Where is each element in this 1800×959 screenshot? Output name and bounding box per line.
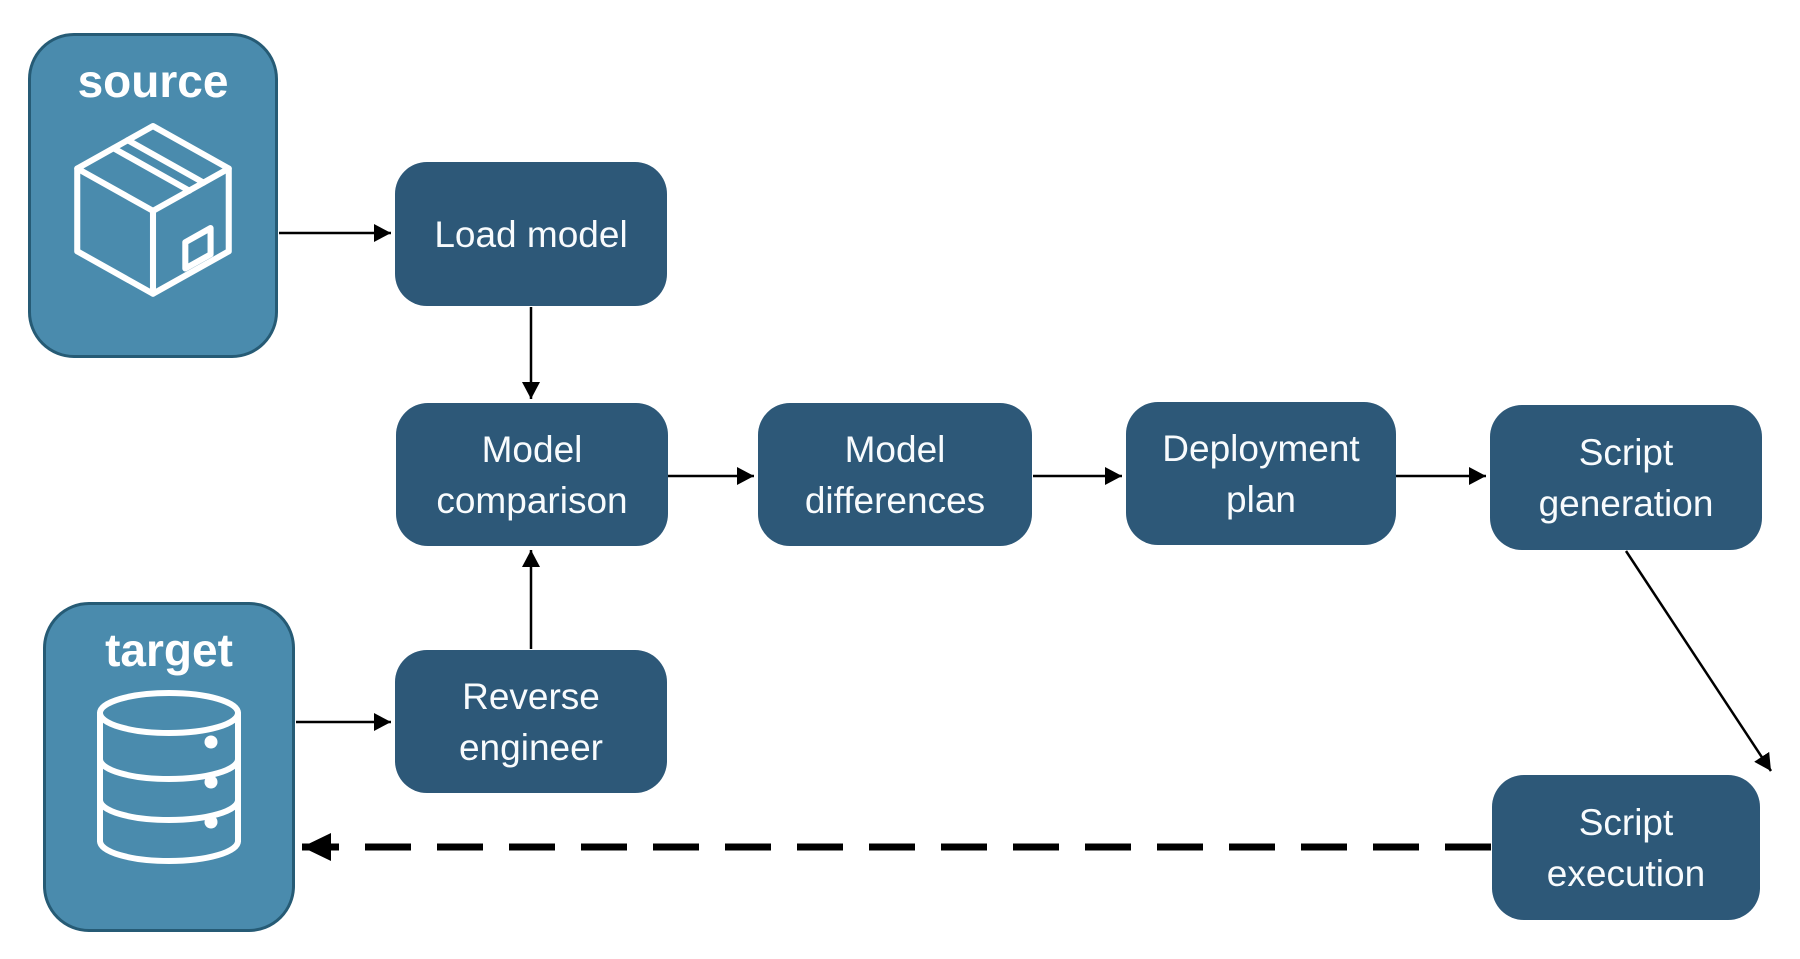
node-deployment-plan-label: Deployment plan bbox=[1162, 427, 1360, 520]
target-label: target bbox=[105, 624, 233, 676]
source-label: source bbox=[77, 55, 229, 107]
node-reverse-engineer-label: Reverse engineer bbox=[458, 675, 603, 768]
node-script-execution: Script execution bbox=[1492, 775, 1760, 920]
node-model-comparison: Model comparison bbox=[396, 403, 668, 546]
node-load-model-label: Load model bbox=[434, 213, 628, 255]
edge-script-generation-to-script-execution bbox=[1624, 550, 1773, 772]
node-model-differences: Model differences bbox=[758, 403, 1032, 546]
node-script-generation: Script generation bbox=[1490, 405, 1762, 550]
node-reverse-engineer: Reverse engineer bbox=[395, 650, 667, 793]
node-load-model: Load model bbox=[395, 162, 667, 306]
package-icon bbox=[74, 123, 232, 297]
node-script-execution-label: Script execution bbox=[1546, 801, 1706, 894]
endpoint-target: target bbox=[43, 602, 295, 932]
node-script-generation-label: Script generation bbox=[1538, 431, 1714, 524]
node-model-comparison-label: Model comparison bbox=[436, 428, 628, 521]
database-icon bbox=[97, 690, 241, 864]
node-model-differences-label: Model differences bbox=[804, 428, 986, 521]
endpoint-source: source bbox=[28, 33, 278, 358]
node-deployment-plan: Deployment plan bbox=[1126, 402, 1396, 545]
